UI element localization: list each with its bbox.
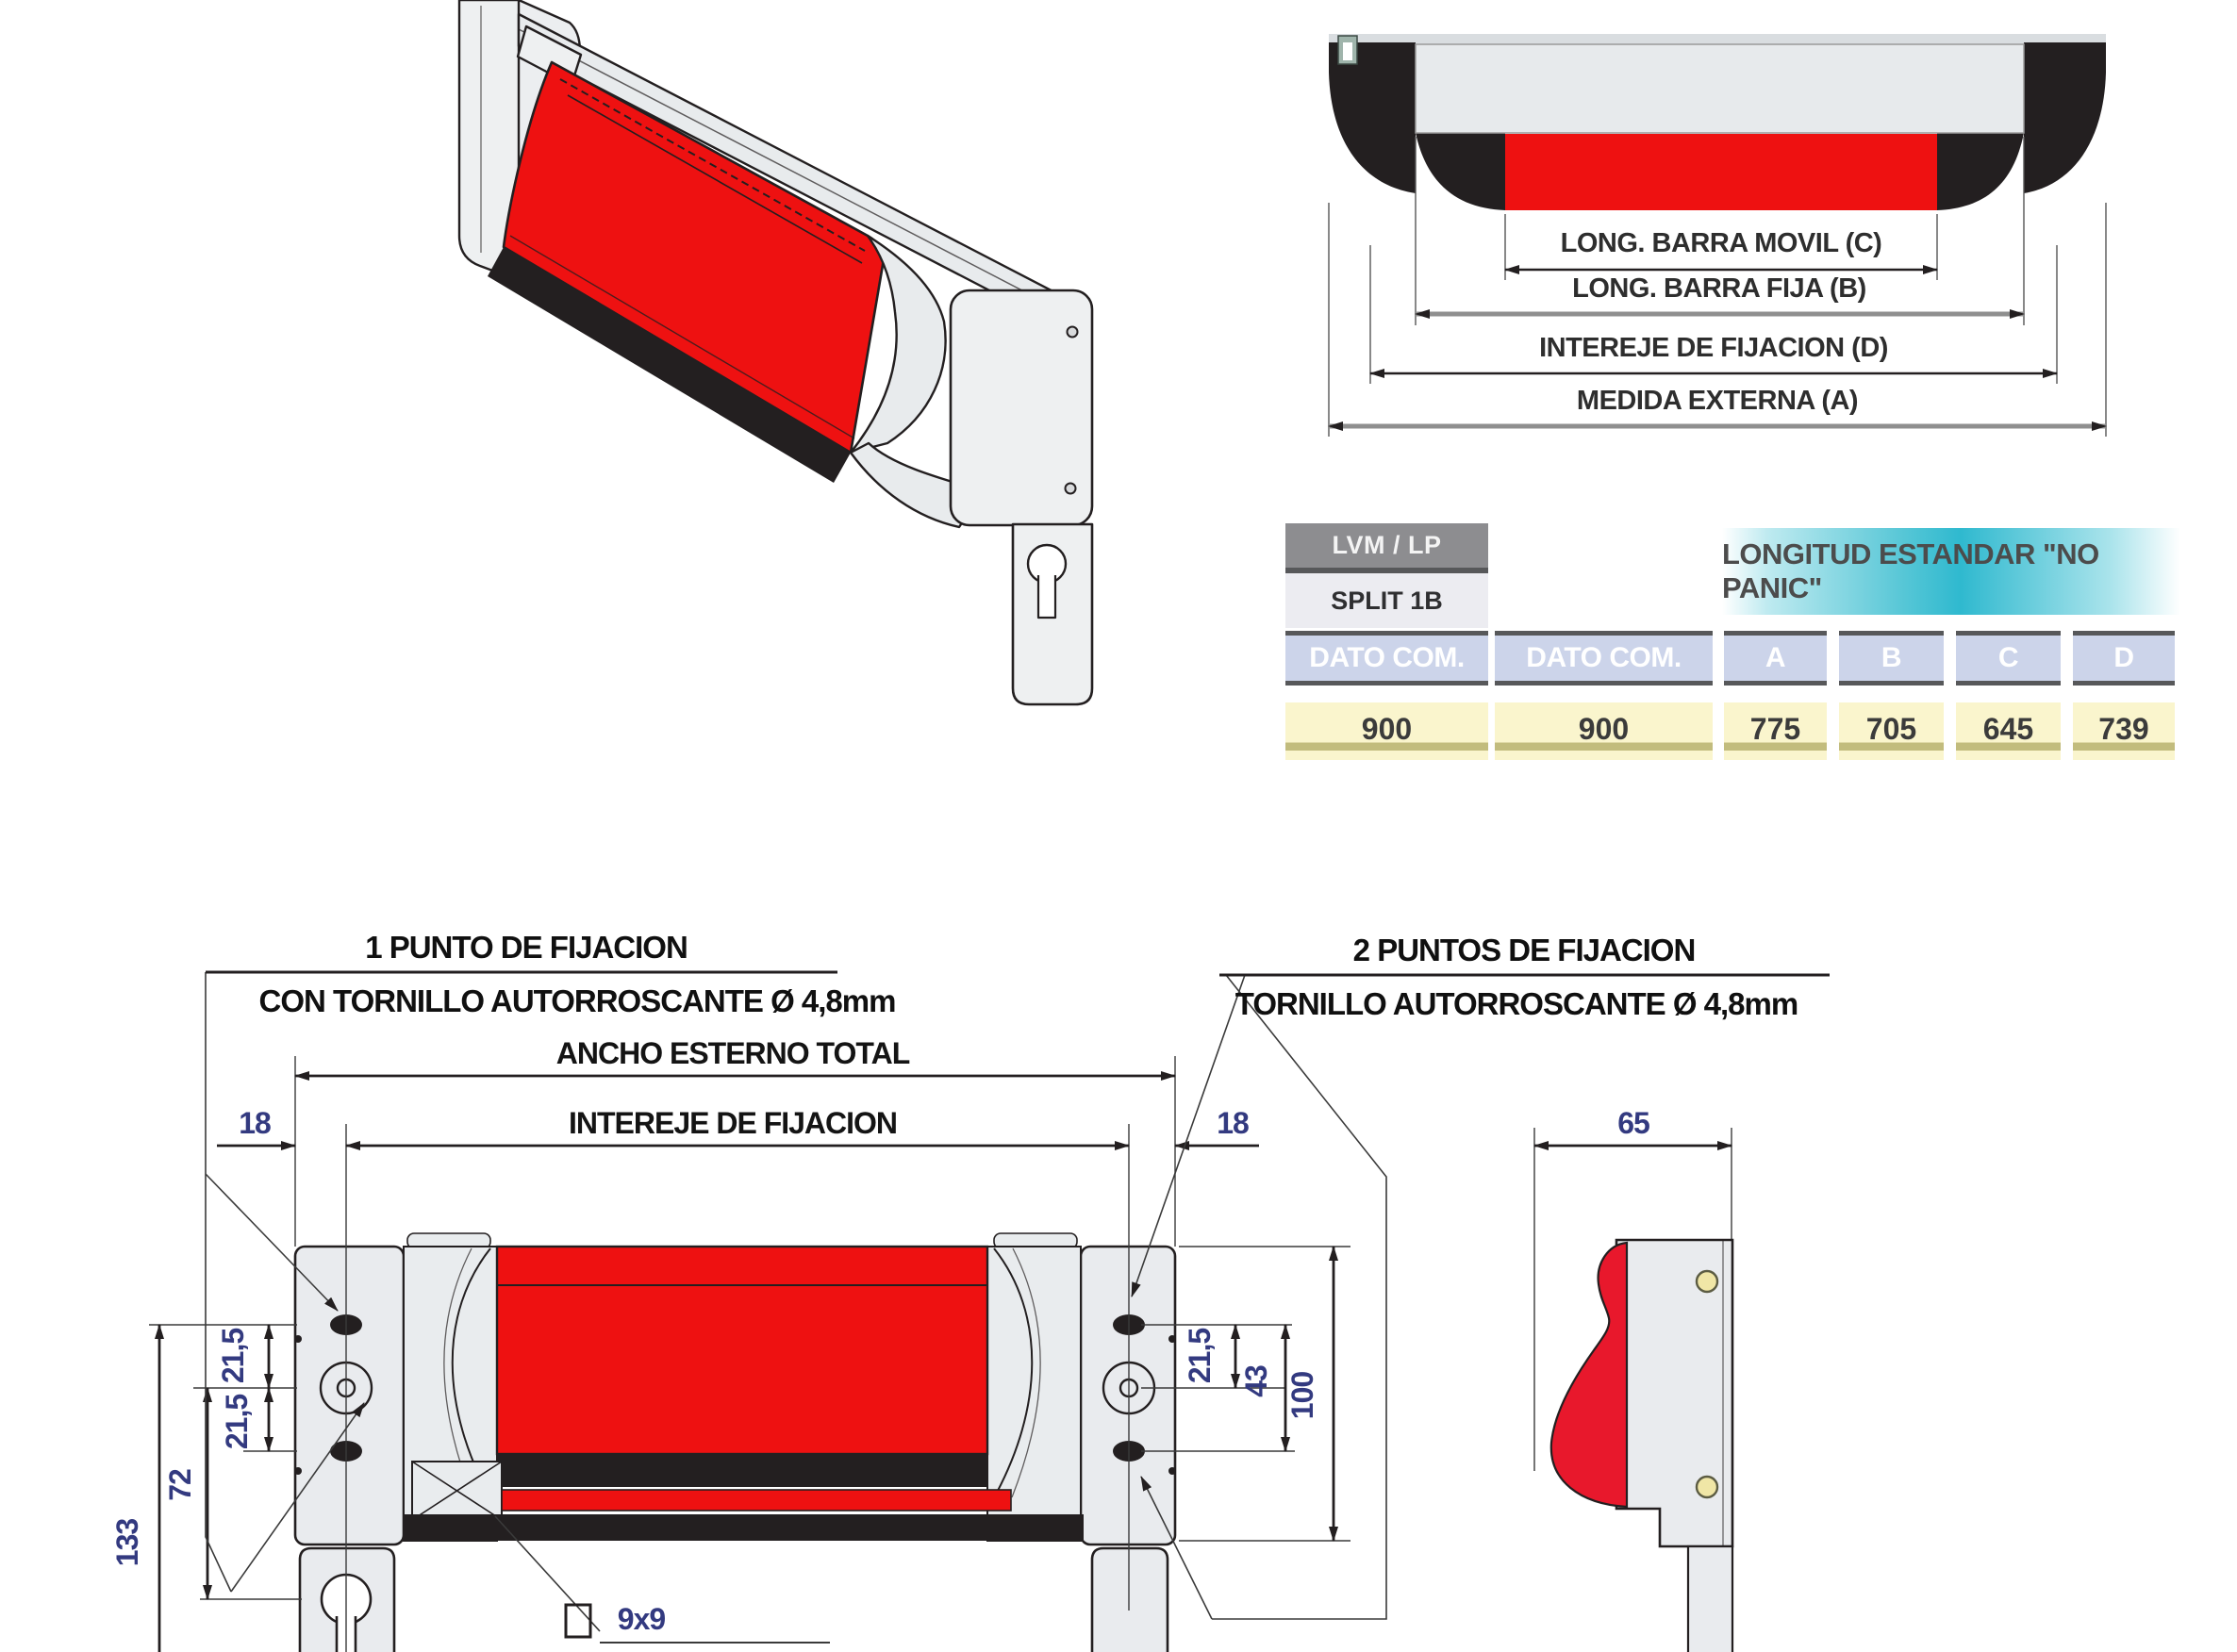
table-value-c: 645 [1956,702,2061,760]
table-banner: LONGITUD ESTANDAR "NO PANIC" [1722,528,2180,615]
side-view [1549,1238,1734,1652]
lower-red-strip [501,1489,1012,1512]
side-plate [1615,1238,1734,1548]
table-variant-cell: SPLIT 1B [1285,573,1488,628]
table-value-a: 775 [1724,702,1827,760]
table-value-b: 705 [1839,702,1944,760]
dim-label-movil: LONG. BARRA MOVIL (C) [1561,228,1882,258]
spindle-symbol [564,1603,592,1639]
note-right-line2: TORNILLO AUTORROSCANTE Ø 4,8mm [1235,986,1798,1021]
right-cap-curve [849,234,947,454]
dim-label-externa: MEDIDA EXTERNA (A) [1577,386,1858,416]
end-plate-screw-top [1066,325,1079,339]
end-plate-screw-bottom [1064,482,1077,495]
table-header-c: C [1956,631,2061,686]
dim-label-fija: LONG. BARRA FIJA (B) [1572,273,1866,304]
dim-label-21-5-right: 21,5 [1183,1329,1217,1383]
dim-label-133: 133 [110,1519,144,1567]
table-value-d: 739 [2073,702,2175,760]
note-left-line2: CON TORNILLO AUTORROSCANTE Ø 4,8mm [259,983,896,1018]
spindle-size-label: 9x9 [618,1602,666,1636]
dim-label-ancho: ANCHO ESTERNO TOTAL [556,1036,910,1070]
table-header-dato2: DATO COM. [1495,631,1713,686]
dim-label-72: 72 [163,1469,197,1501]
left-cap-lower [1416,133,1505,210]
right-cap-upper [2024,42,2106,193]
front-view-diagram: 1 PUNTO DE FIJACION CON TORNILLO AUTORRO… [110,930,1830,1652]
dim-label-intereje: INTEREJE DE FIJACION (D) [1539,333,1888,363]
keyhole-slot [1036,575,1057,620]
pad-lower-band [497,1454,987,1487]
dim-label-intereje-front: INTEREJE DE FIJACION [569,1106,897,1140]
top-view-diagram: LONG. BARRA MOVIL (C) LONG. BARRA FIJA (… [1328,34,2107,437]
dim-label-43: 43 [1239,1365,1273,1397]
table-header-dato1: DATO COM. [1285,631,1488,686]
dim-label-65: 65 [1617,1106,1649,1140]
table-value-dato2: 900 [1495,702,1713,760]
dim-label-18-right: 18 [1217,1106,1249,1140]
perspective-view [457,0,1094,706]
dim-label-18-left: 18 [239,1106,271,1140]
right-cap-lower [1937,133,2024,210]
dim-label-100: 100 [1285,1372,1319,1420]
note-right-line1: 2 PUNTOS DE FIJACION [1353,933,1696,967]
push-pad-front [495,1245,989,1456]
table-value-dato1: 900 [1285,702,1488,760]
side-pad-profile [1549,1241,1629,1509]
side-screw-hole-top [1695,1269,1719,1294]
table-header-a: A [1724,631,1827,686]
right-plate-tab [1090,1546,1169,1652]
table-header-d: D [2073,631,2175,686]
side-strip [1686,1545,1734,1652]
note-left-line1: 1 PUNTO DE FIJACION [365,930,688,965]
table-header-b: B [1839,631,1944,686]
side-screw-hole-bottom [1695,1475,1719,1499]
dim-label-21-5-left-a: 21,5 [216,1329,250,1383]
fixed-bar [1415,43,2025,134]
left-cap-upper [1329,42,1416,193]
pad-shadow-band [488,247,851,483]
table-model-cell: LVM / LP [1285,523,1488,573]
dim-label-21-5-left-b: 21,5 [220,1395,254,1449]
housing-top-edge [1329,34,2106,44]
base-band [405,1514,1084,1541]
movable-bar [1505,134,1937,210]
